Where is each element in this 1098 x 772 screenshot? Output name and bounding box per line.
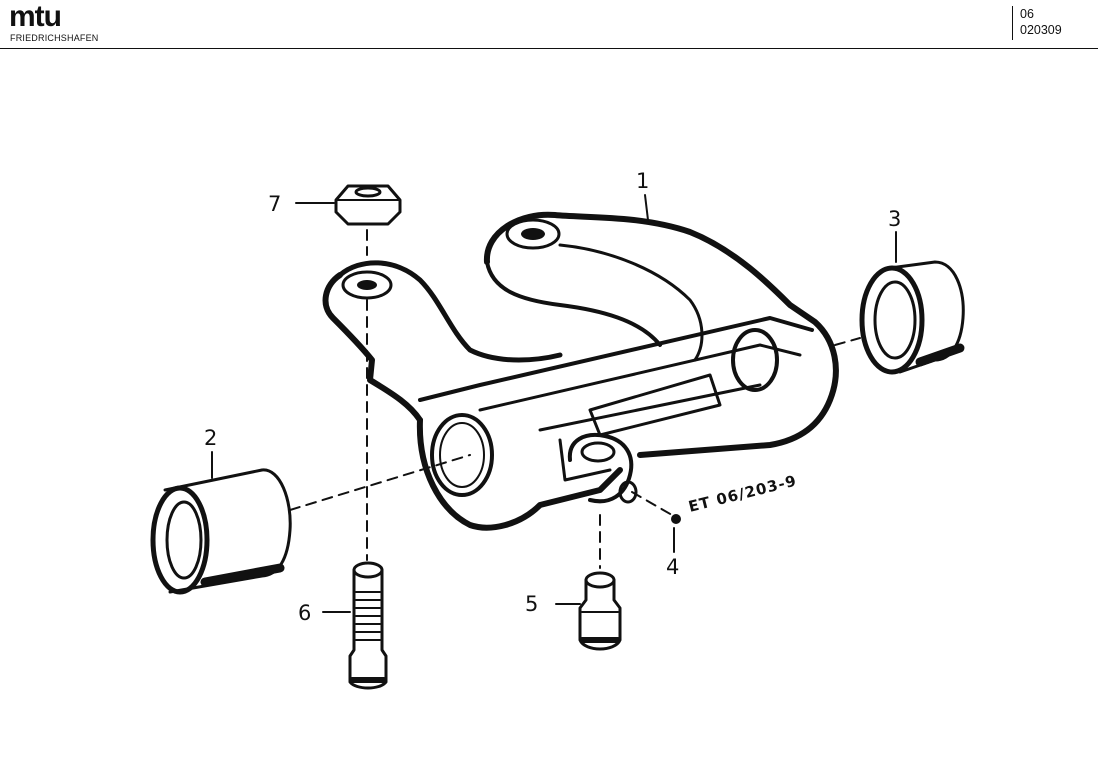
callout-7: 7: [268, 192, 281, 216]
assembly-axes: [289, 229, 861, 569]
callout-6: 6: [298, 601, 311, 625]
part-2-bushing: [150, 468, 292, 595]
callout-4: 4: [666, 555, 679, 579]
header-rule: [0, 48, 1098, 49]
part-6-adjusting-screw: [348, 561, 388, 690]
part-3-bushing: [859, 260, 965, 375]
document-reference: 06 020309: [1012, 6, 1062, 40]
logo-wordmark: mtu: [9, 0, 62, 33]
leader-lines: [211, 194, 897, 613]
part-7-hex-nut: [334, 184, 402, 226]
callout-5: 5: [525, 592, 538, 616]
page-header: mtu FRIEDRICHSHAFEN 06 020309: [0, 0, 1098, 50]
logo-subtitle: FRIEDRICHSHAFEN: [10, 33, 99, 43]
part-1-rocker-arm: [322, 211, 839, 531]
callout-3: 3: [888, 207, 901, 231]
drawing-reference: ET 06/203-9: [687, 472, 799, 516]
document-number: 020309: [1020, 23, 1062, 37]
part-4-ball: [671, 514, 681, 524]
callout-1: 1: [636, 169, 649, 193]
callout-2: 2: [204, 426, 217, 450]
part-5-plug: [578, 571, 622, 651]
group-number: 06: [1020, 7, 1034, 21]
mtu-logo: mtu FRIEDRICHSHAFEN: [9, 0, 119, 46]
